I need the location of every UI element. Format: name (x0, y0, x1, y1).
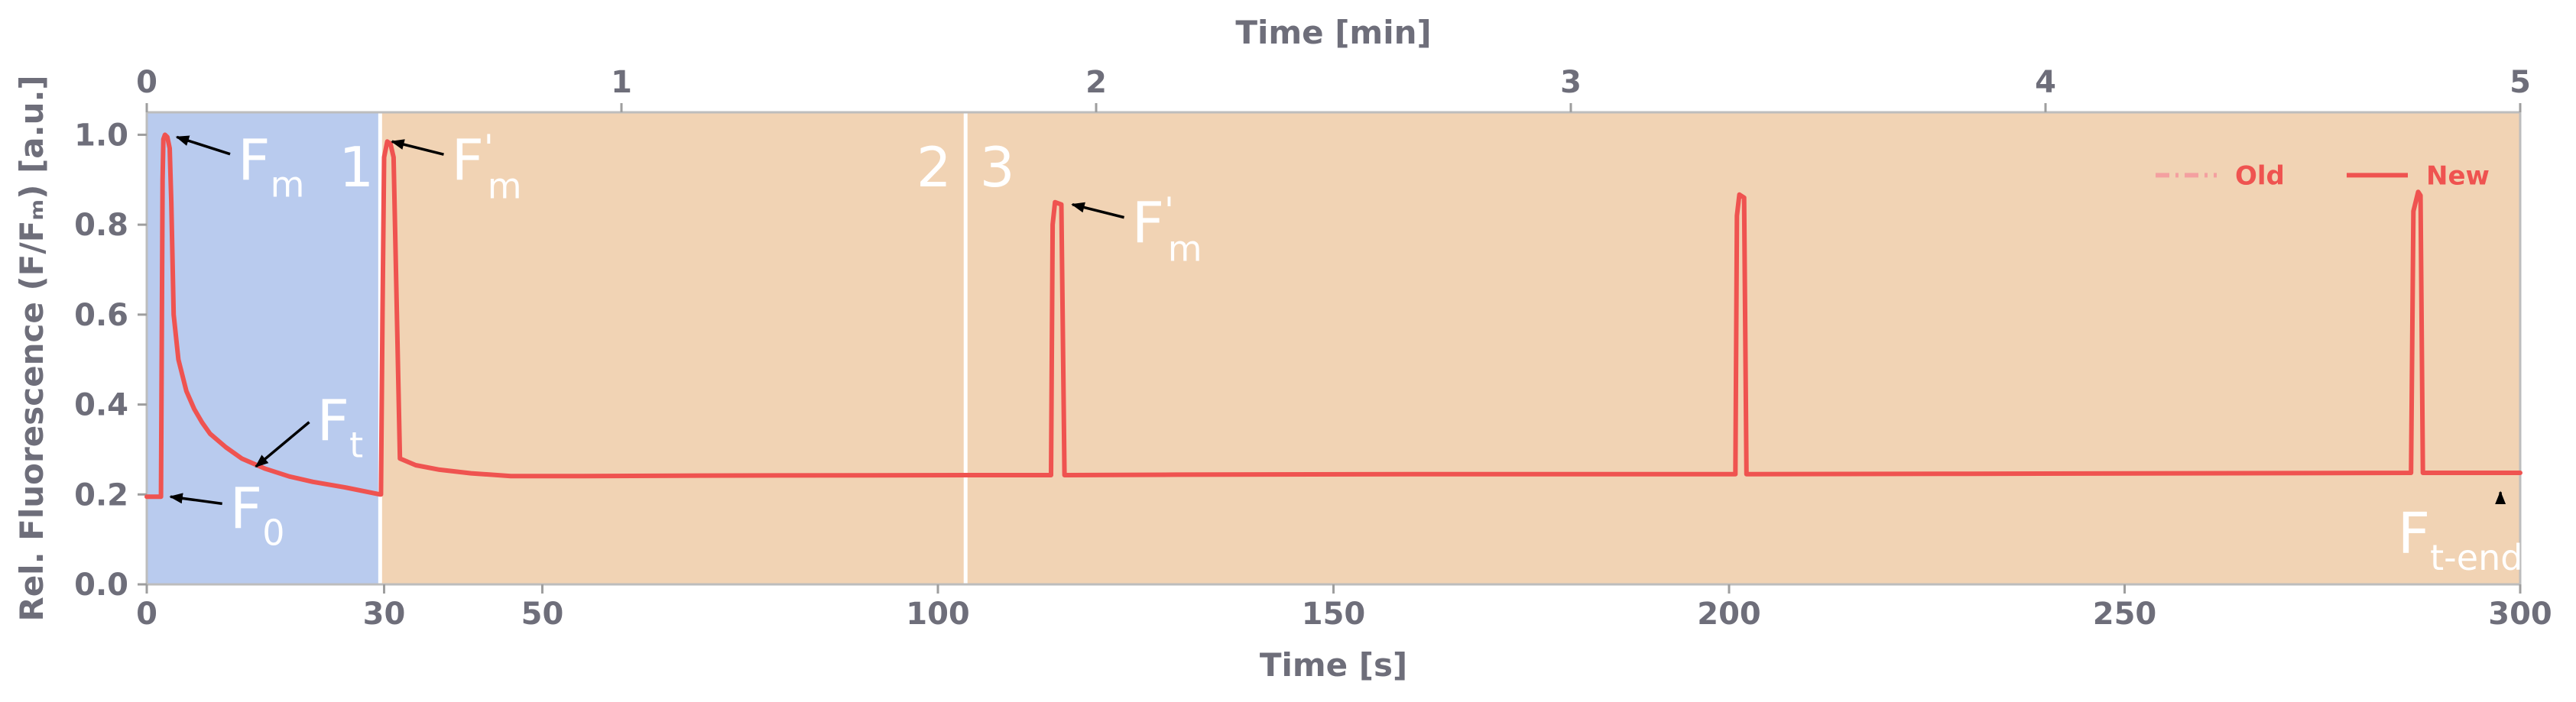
phase-label-3: 3 (980, 135, 1015, 199)
annotation-main: F (451, 128, 484, 193)
phase-region-1 (147, 112, 381, 584)
annotation-arrow-1 (175, 135, 231, 156)
annotation-arrow-2 (391, 139, 444, 156)
annotation-arrow-3 (1071, 202, 1125, 219)
annotation-subscript: m (271, 163, 305, 205)
x-tick-label: 50 (521, 597, 564, 632)
annotation-subscript: t (349, 425, 363, 466)
top-x-tick-label: 3 (1560, 65, 1582, 100)
annotation-main: F (2398, 501, 2431, 567)
legend-label-new: New (2426, 160, 2490, 191)
top-x-tick-label: 2 (1085, 65, 1107, 100)
x-tick-label: 250 (2093, 597, 2157, 632)
series-line-new (144, 132, 2522, 500)
legend: Old New (2156, 160, 2490, 191)
y-tick-label: 0.8 (74, 208, 128, 243)
annotation-label-1: Fm (238, 128, 304, 205)
x-tick-label: 300 (2488, 597, 2552, 632)
top-x-tick-label: 5 (2509, 65, 2531, 100)
annotation-label-4: Ft (317, 389, 364, 466)
annotation-label-6: Ft-end (2398, 501, 2523, 578)
phase-label-2: 2 (917, 135, 952, 199)
annotation-label-3: F'm (1132, 190, 1202, 270)
annotation-subscript: m (488, 165, 522, 206)
annotation-main: F (1132, 191, 1165, 257)
top-x-tick-label: 1 (611, 65, 632, 100)
x-axis-title: Time [s] (1260, 646, 1407, 684)
annotation-arrow-5 (169, 493, 222, 506)
annotation-label-2: F'm (451, 127, 521, 206)
annotation-subscript: t-end (2430, 537, 2522, 578)
annotation-subscript: 0 (262, 512, 284, 553)
x-tick-label: 200 (1697, 597, 1761, 632)
phase-label-1: 1 (339, 135, 374, 199)
phase-regions (147, 112, 2521, 584)
annotation-main: F (238, 128, 271, 193)
annotation-subscript: m (1168, 228, 1202, 270)
legend-label-old: Old (2235, 160, 2285, 191)
annotation-arrow-4 (255, 421, 310, 468)
annotation-main: F (230, 476, 263, 542)
x-tick-label: 0 (136, 597, 157, 632)
x-tick-label: 150 (1302, 597, 1366, 632)
annotation-prime: ' (484, 127, 494, 168)
y-axis-title: Rel. Fluorescence (F/Fₘ) [a.u.] (13, 75, 50, 621)
x-tick-label: 30 (363, 597, 406, 632)
annotation-label-5: F0 (230, 476, 285, 553)
top-x-tick-label: 4 (2035, 65, 2056, 100)
y-tick-label: 0.4 (74, 388, 128, 423)
y-tick-label: 1.0 (74, 118, 128, 153)
phase-region-2 (380, 112, 2521, 584)
top-x-tick-label: 0 (136, 65, 157, 100)
annotation-main: F (317, 389, 350, 455)
annotation-prime: ' (1164, 190, 1174, 231)
x-tick-label: 100 (906, 597, 970, 632)
y-tick-label: 0.2 (74, 477, 128, 513)
y-tick-label: 0.0 (74, 568, 128, 603)
series-lines (144, 132, 2522, 500)
y-tick-label: 0.6 (74, 298, 128, 333)
top-x-axis-title: Time [min] (1235, 14, 1431, 51)
